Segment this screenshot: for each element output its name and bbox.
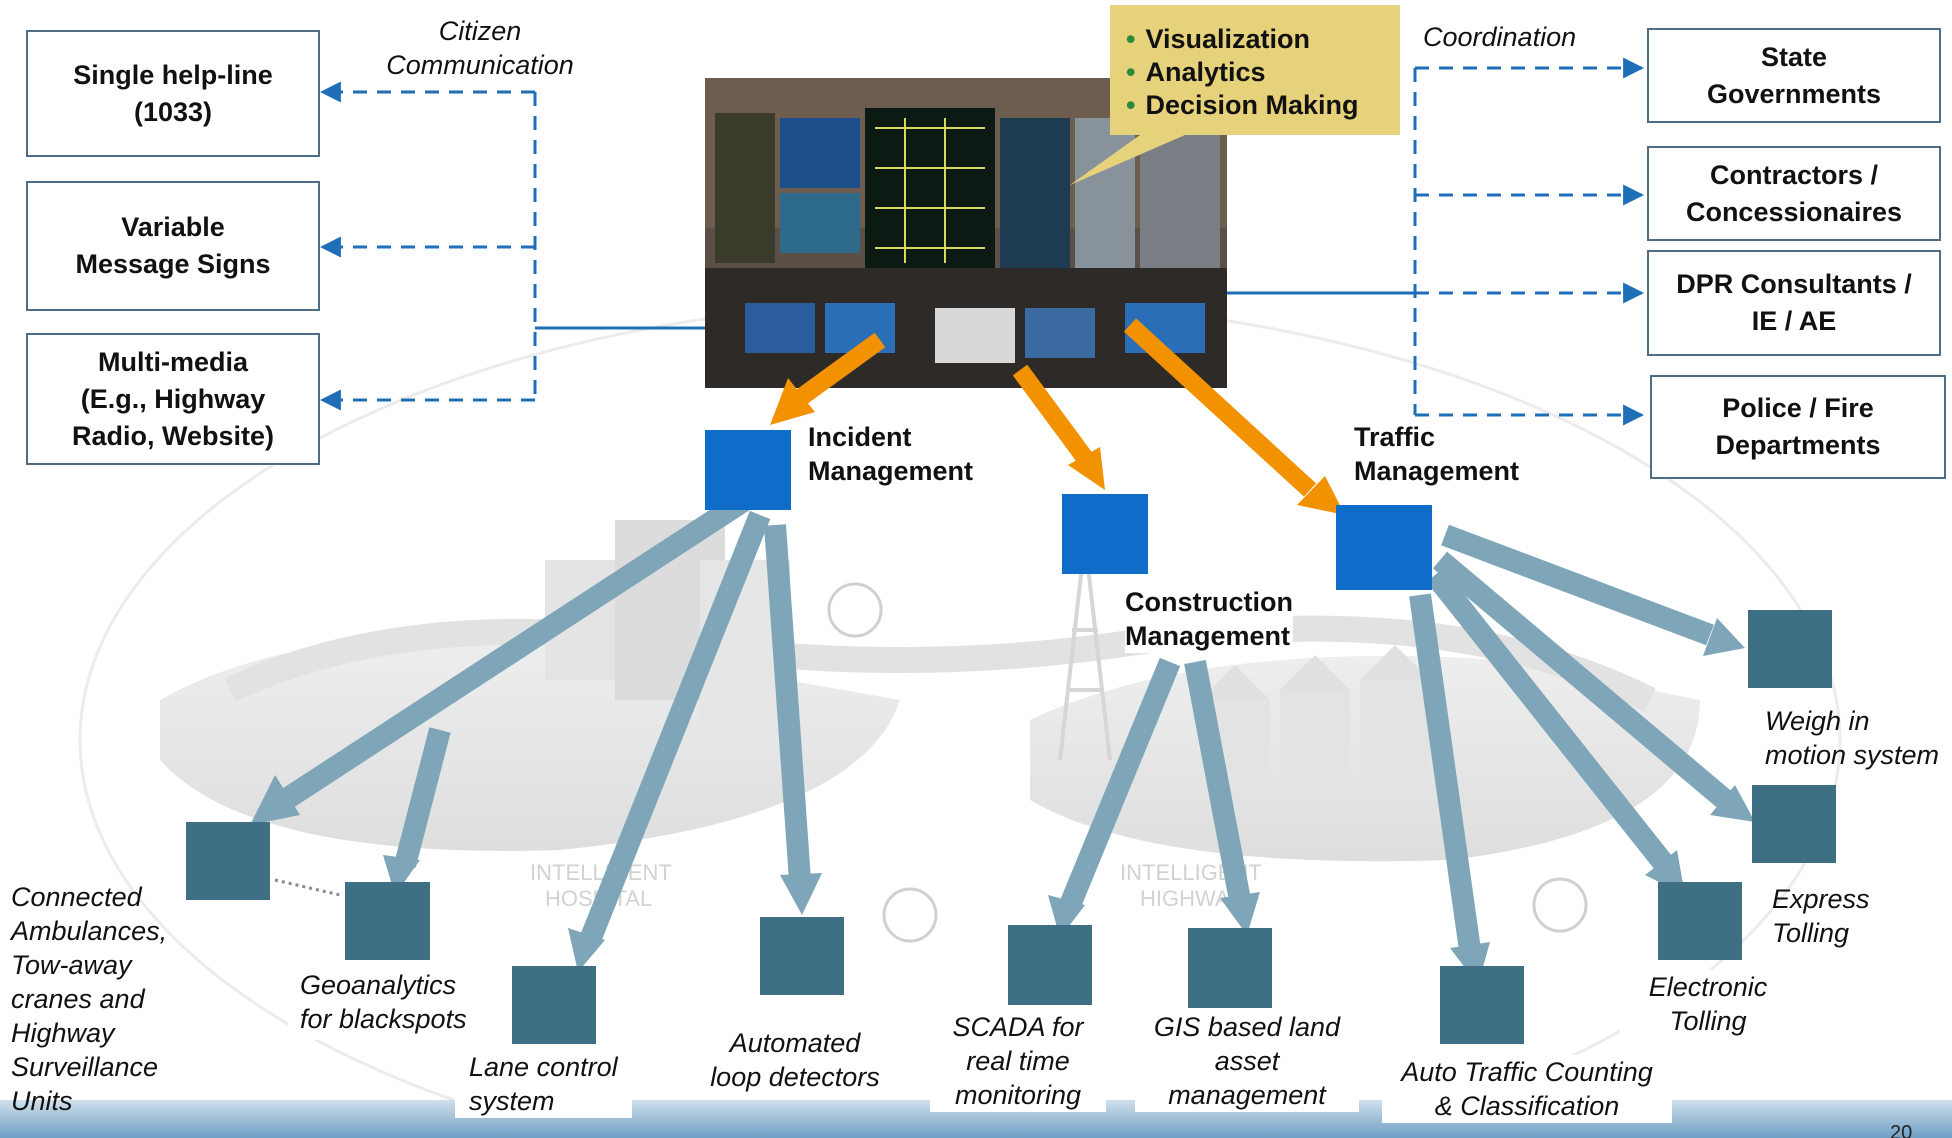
grey-arrowhead-weigh-in-motion [1703, 618, 1745, 656]
orange-arrow-incident [794, 332, 886, 406]
label-loop-detectors: Automated loop detectors [685, 996, 905, 1094]
left-connectors [319, 81, 705, 411]
bullet-icon: • [1126, 90, 1136, 120]
callout-item-label: Visualization [1145, 24, 1310, 54]
orange-arrowhead-construction [1068, 447, 1105, 490]
grey-arrow-gis [1184, 659, 1251, 903]
orange-arrow-construction [1012, 364, 1093, 464]
callout-item-decision-making: • Decision Making [1126, 89, 1400, 122]
leaf-express-tolling [1752, 785, 1836, 863]
grey-arrow-weigh-in-motion [1441, 524, 1714, 646]
box-police-fire: Police / Fire Departments [1650, 375, 1946, 479]
callout-list: • Visualization • Analytics • Decision Maki… [1126, 23, 1400, 122]
box-multimedia: Multi-media (E.g., Highway Radio, Websit… [26, 333, 320, 465]
box-single-helpline: Single help-line (1033) [26, 30, 320, 157]
orange-arrow-traffic [1123, 318, 1317, 497]
callout-item-analytics: • Analytics [1126, 56, 1400, 89]
label-gis: GIS based land asset management [1135, 1010, 1359, 1112]
grey-arrow-scada [1059, 657, 1181, 910]
hub-construction-management [1062, 494, 1148, 574]
dotted-link [274, 878, 341, 897]
grey-arrowhead-express-tolling [1710, 785, 1755, 822]
callout-bubble: • Visualization • Analytics • Decision Maki… [1110, 5, 1400, 135]
label-scada: SCADA for real time monitoring [930, 1010, 1106, 1112]
label-electronic-tolling: Electronic Tolling [1620, 970, 1796, 1038]
grey-arrow-express-tolling [1432, 551, 1733, 809]
grey-arrow-atcc [1409, 593, 1481, 952]
box-variable-message-signs: Variable Message Signs [26, 181, 320, 311]
callout-item-label: Decision Making [1145, 90, 1359, 120]
grey-arrow-ambulances [278, 490, 752, 810]
leaf-scada [1008, 925, 1092, 1005]
grey-arrow-geoanalytics [394, 727, 451, 868]
grey-arrow-electronic-tolling [1426, 568, 1674, 872]
orange-arrows [770, 318, 1345, 515]
grey-arrows [250, 490, 1755, 985]
leaf-ambulances [186, 822, 270, 900]
label-ambulances: Connected Ambulances, Tow-away cranes an… [11, 882, 168, 1116]
label-atcc: Auto Traffic Counting & Classification [1382, 1055, 1672, 1123]
hub-incident-label: Incident Management [808, 420, 974, 488]
label-weigh-in-motion: Weigh in motion system [1765, 706, 1940, 770]
grey-arrow-loop-detectors [764, 524, 811, 881]
grey-arrowhead-lane-control [568, 928, 605, 972]
citizen-communication-label: Citizen Communication [386, 16, 574, 80]
orange-arrowhead-traffic [1297, 476, 1345, 515]
page-number: 20 [1890, 1122, 1913, 1138]
bullet-icon: • [1126, 57, 1136, 87]
leaf-loop-detectors [760, 917, 844, 995]
box-state-governments: State Governments [1647, 28, 1941, 123]
grey-arrowhead-loop-detectors [780, 873, 822, 915]
right-connectors [1227, 57, 1645, 426]
watermark-hospital-line1: INTELLIGENT [530, 860, 671, 885]
leaf-electronic-tolling [1658, 882, 1742, 960]
label-lane-control: Lane control system [455, 1046, 632, 1118]
leaf-weigh-in-motion [1748, 610, 1832, 688]
leaf-geoanalytics [345, 882, 430, 960]
leaf-atcc [1440, 966, 1524, 1044]
grey-arrow-lane-control [579, 510, 771, 945]
callout-item-label: Analytics [1145, 57, 1266, 87]
hub-construction-label: Construction Management [1125, 585, 1293, 653]
orange-arrowhead-incident [770, 378, 815, 425]
hub-traffic-management [1336, 505, 1432, 590]
bullet-icon: • [1126, 24, 1136, 54]
box-contractors: Contractors / Concessionaires [1647, 146, 1941, 241]
grey-arrowhead-gis [1220, 892, 1260, 935]
leaf-lane-control [512, 966, 596, 1044]
hub-traffic-label: Traffic Management [1354, 420, 1520, 488]
coordination-label: Coordination [1423, 22, 1577, 52]
leaf-gis [1188, 928, 1272, 1008]
label-express-tolling: Express Tolling [1772, 884, 1870, 948]
grey-arrowhead-ambulances [250, 775, 300, 825]
label-geoanalytics: Geoanalytics for blackspots [288, 964, 479, 1040]
box-dpr-consultants: DPR Consultants / IE / AE [1647, 250, 1941, 356]
hub-incident-management [705, 430, 791, 510]
callout-item-visualization: • Visualization [1126, 23, 1400, 56]
